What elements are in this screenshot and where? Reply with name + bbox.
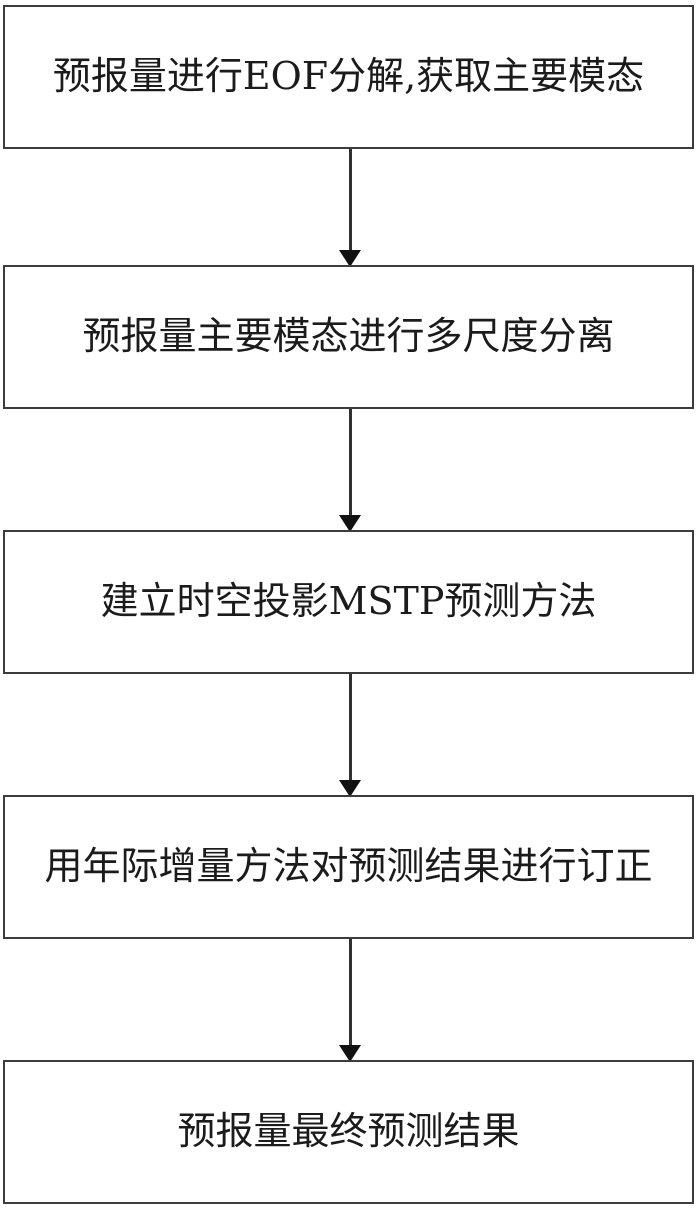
flowchart-arrow-3 <box>339 674 361 797</box>
arrow-head-icon <box>339 1045 361 1062</box>
flowchart-node-2-label: 预报量主要模态进行多尺度分离 <box>82 314 615 359</box>
arrow-head-icon <box>339 250 361 267</box>
arrow-head-icon <box>339 515 361 532</box>
flowchart-node-4-label: 用年际增量方法对预测结果进行订正 <box>44 844 653 889</box>
flowchart-node-5-label: 预报量最终预测结果 <box>177 1109 520 1154</box>
arrow-head-icon <box>339 780 361 797</box>
flowchart-node-4: 用年际增量方法对预测结果进行订正 <box>3 795 694 939</box>
arrow-shaft <box>349 674 352 780</box>
flowchart-node-2: 预报量主要模态进行多尺度分离 <box>3 265 694 409</box>
flowchart-arrow-4 <box>339 939 361 1062</box>
flowchart-arrow-2 <box>339 409 361 532</box>
flowchart-node-5: 预报量最终预测结果 <box>3 1060 694 1204</box>
flowchart-node-3-label: 建立时空投影MSTP预测方法 <box>100 579 597 624</box>
arrow-shaft <box>349 149 352 250</box>
arrow-shaft <box>349 939 352 1045</box>
flowchart-arrow-1 <box>339 149 361 267</box>
flowchart-node-1: 预报量进行EOF分解,获取主要模态 <box>3 5 694 149</box>
flowchart-node-1-label: 预报量进行EOF分解,获取主要模态 <box>52 54 645 99</box>
arrow-shaft <box>349 409 352 515</box>
flowchart-node-3: 建立时空投影MSTP预测方法 <box>3 530 694 674</box>
